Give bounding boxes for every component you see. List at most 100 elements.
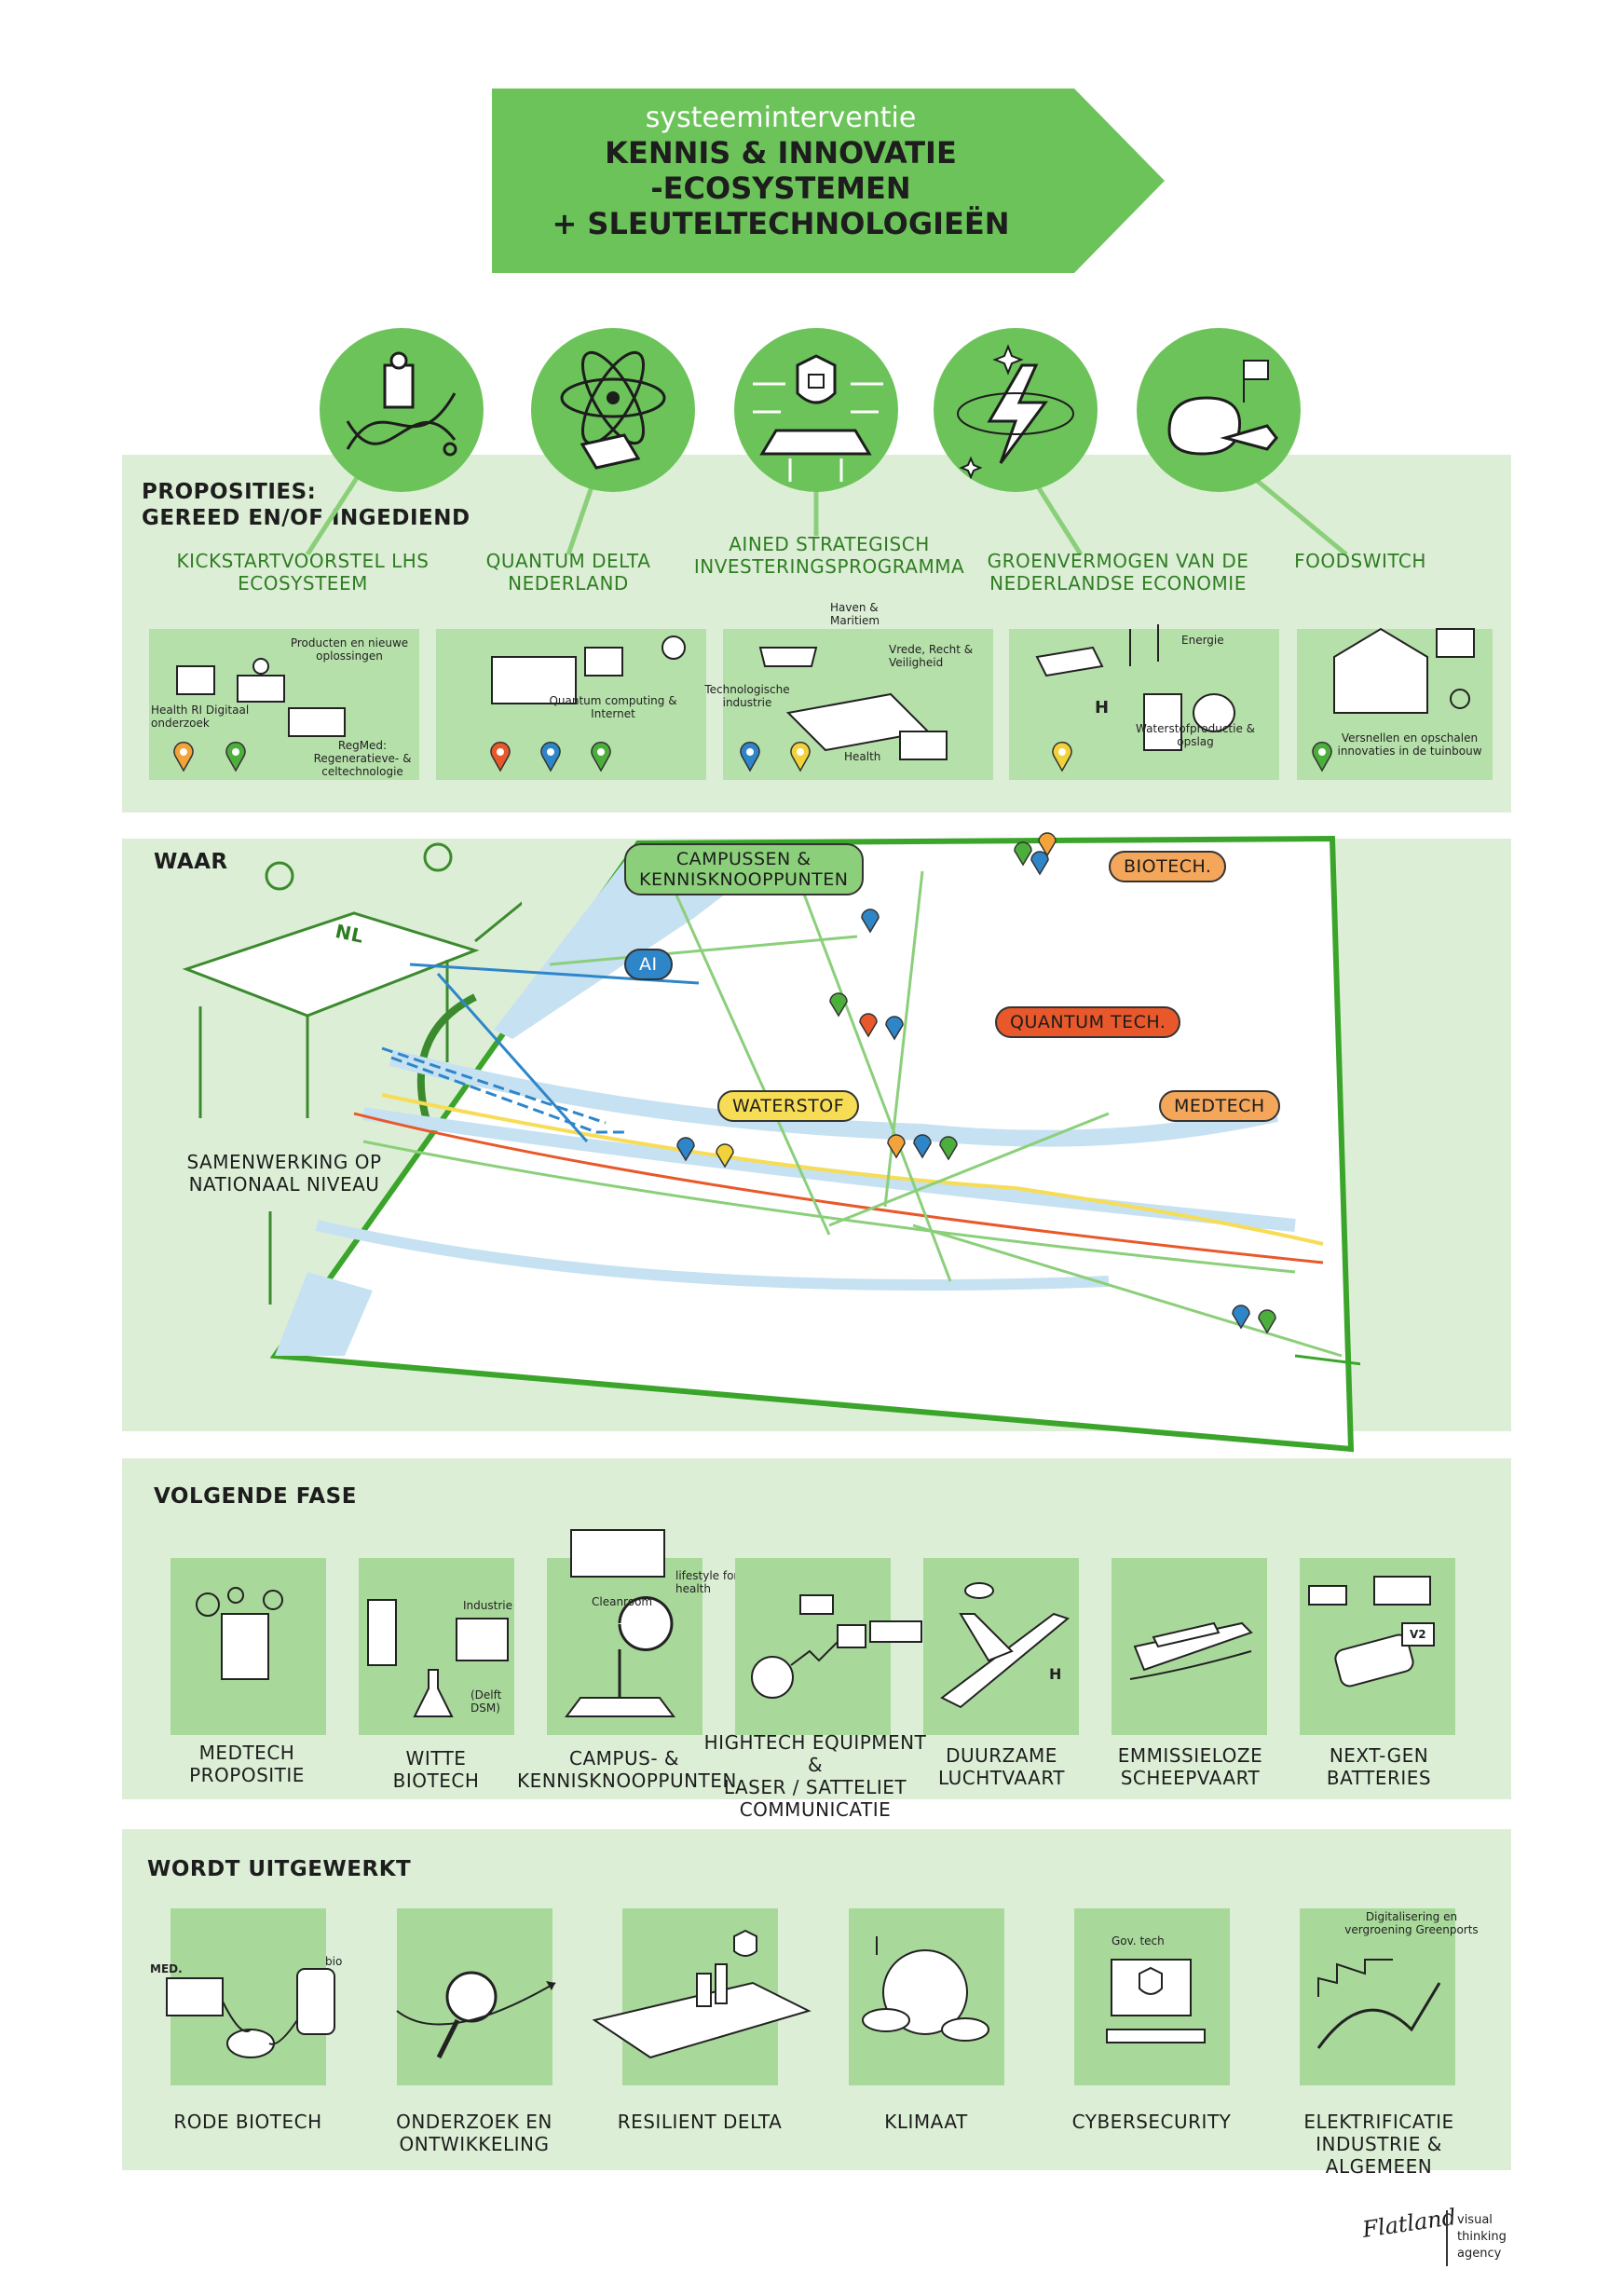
map-pin-orange-red: [857, 1008, 880, 1042]
pin-green: [224, 741, 248, 776]
next-phase-label-2-line1: WITTE: [405, 1747, 467, 1770]
pin-orange-red: [488, 741, 512, 776]
worked-label-4: KLIMAAT: [833, 2111, 1019, 2133]
label-industrie: Industrie: [463, 1599, 512, 1612]
proposition-circle-2: [531, 328, 695, 492]
medtech-icon: [196, 1587, 283, 1680]
proposition-title-3: AiNed STRATEGISCH INVESTERINGSPROGRAMMA: [689, 533, 969, 578]
proposition-circle-5: [1137, 328, 1301, 492]
proposition-tile-1: Producten en nieuwe oplossingen Health R…: [149, 629, 419, 780]
map-tag-campus-line2: KENNISKNOOPPUNTEN: [639, 869, 849, 890]
collaboration-line1: SAMENWERKING OP: [186, 1151, 382, 1173]
map-pin-green: [1012, 837, 1034, 870]
map-pin-blue: [911, 1129, 934, 1163]
worked-label-1: RODE BIOTECH: [155, 2111, 341, 2133]
proposition-title-2-line1: QUANTUM DELTA: [485, 550, 651, 572]
next-phase-label-5: DUURZAME LUCHTVAART: [908, 1744, 1095, 1789]
proposition-title-2-line2: NEDERLAND: [508, 572, 629, 594]
dna-microscope-icon: [346, 351, 457, 457]
pin-blue: [738, 741, 762, 776]
worked-label-2: ONDERZOEK EN ONTWIKKELING: [381, 2111, 567, 2155]
label-med: MED.: [150, 1962, 183, 1975]
pin-green: [589, 741, 613, 776]
next-phase-label-2-line2: BIOTECH: [392, 1770, 480, 1792]
satellite-icon: [751, 1594, 922, 1699]
map-pin-orange: [885, 1129, 907, 1163]
footer-tagline: visual thinking agency: [1457, 2212, 1507, 2262]
label-producten: Producten en nieuwe oplossingen: [290, 636, 409, 663]
proposition-title-1: KICKSTARTVOORSTEL LHS ECOSYSTEEM: [149, 550, 457, 594]
pin-blue: [539, 741, 563, 776]
proposition-circle-4: [934, 328, 1098, 492]
netherlands-map: [270, 835, 1360, 1453]
collaboration-line2: NATIONAAL NIVEAU: [188, 1173, 380, 1196]
proposities-heading: PROPOSITIES: GEREED EN/OF INGEDIEND: [142, 479, 471, 531]
label-vrede: Vrede, Recht & Veiligheid: [889, 643, 974, 669]
proposition-title-4-line2: NEDERLANDSE ECONOMIE: [989, 572, 1247, 594]
header-title-line3: + SLEUTELTECHNOLOGIEËN: [552, 206, 1010, 241]
map-pin-yellow: [714, 1139, 736, 1172]
proposition-title-5: FOODSWITCH: [1267, 550, 1453, 572]
map-pin-green: [827, 988, 850, 1021]
next-phase-label-1-line2: PROPOSITIE: [189, 1764, 305, 1786]
proposition-title-4-line1: GROENVERMOGEN VAN DE: [987, 550, 1249, 572]
next-phase-tile-scheepvaart: [1112, 1558, 1267, 1735]
quantum-lab-icon: [491, 636, 686, 704]
next-phase-tile-campus: Cleanroom lifestyle for health: [547, 1529, 738, 1735]
greenhouse-icon: [1333, 627, 1475, 714]
label-bio: bio: [325, 1955, 343, 1968]
label-greenports: Digitalisering en vergroening Greenports: [1344, 1910, 1479, 1936]
next-phase-label-7-line2: BATTERIES: [1326, 1767, 1432, 1789]
label-energie: Energie: [1181, 634, 1224, 647]
label-govtech: Gov. tech: [1112, 1934, 1165, 1948]
wordt-uitgewerkt-panel: [122, 1829, 1511, 2170]
proposition-title-2: QUANTUM DELTA NEDERLAND: [429, 550, 708, 594]
map-pin-orange: [1036, 827, 1058, 861]
next-phase-label-7-line1: NEXT-GEN: [1329, 1744, 1429, 1767]
next-phase-label-1-line1: MEDTECH: [198, 1742, 295, 1764]
proposition-tile-4: Energie H Waterstofproductie & opslag: [1009, 624, 1279, 780]
footer-divider: [1446, 2210, 1448, 2266]
footer-tagline-line2: thinking: [1457, 2230, 1507, 2244]
map-tag-quantum: QUANTUM TECH.: [995, 1006, 1181, 1038]
next-phase-label-6-line2: SCHEEPVAART: [1120, 1767, 1261, 1789]
proposition-title-3-line1: AiNed STRATEGISCH: [729, 533, 930, 555]
map-tag-campus: CAMPUSSEN & KENNISKNOOPPUNTEN: [624, 843, 864, 895]
proposition-title-4: GROENVERMOGEN VAN DE NEDERLANDSE ECONOMI…: [978, 550, 1258, 594]
label-quantum-computing: Quantum computing & Internet: [549, 694, 677, 720]
worked-label-3-line1: RESILIENT DELTA: [617, 2111, 783, 2133]
h2-label: H: [1095, 698, 1110, 718]
proposities-heading-line1: PROPOSITIES:: [142, 480, 317, 504]
meeting-table-illustration: [182, 842, 522, 1305]
next-phase-label-1: MEDTECH PROPOSITIE: [154, 1742, 340, 1786]
waar-heading: WAAR: [154, 850, 228, 874]
next-phase-label-6: EMMISSIELOZE SCHEEPVAART: [1090, 1744, 1290, 1789]
footer-tagline-line1: visual: [1457, 2213, 1493, 2227]
proposition-tile-5: Versnellen en opschalen innovaties in de…: [1297, 627, 1493, 780]
flatland-logo: Flatland: [1361, 2204, 1458, 2243]
map-pin-green: [937, 1131, 960, 1165]
label-regmed: RegMed: Regeneratieve- & celtechnologie: [313, 739, 412, 778]
ai-scene-icon: [758, 647, 948, 760]
map-tag-campus-line1: CAMPUSSEN &: [675, 849, 812, 869]
h2-label: H: [1049, 1665, 1062, 1683]
worked-label-5-line1: CYBERSECURITY: [1071, 2111, 1232, 2133]
next-phase-tile-luchtvaart: H: [923, 1558, 1079, 1735]
proposition-title-1-line2: ECOSYSTEEM: [238, 572, 368, 594]
next-phase-label-3-line1: CAMPUS- &: [569, 1747, 679, 1770]
label-health-ri: Health RI Digitaal onderzoek: [151, 704, 250, 730]
magnifier-icon: [396, 1971, 556, 2059]
map-pin-green: [1256, 1305, 1278, 1338]
computer-shield-icon: [1106, 1959, 1206, 2043]
worked-label-1-line1: RODE BIOTECH: [173, 2111, 322, 2133]
worked-tile-elektrificatie: Digitalisering en vergroening Greenports: [1300, 1908, 1479, 2085]
next-phase-tile-batteries: V2: [1300, 1558, 1455, 1735]
pin-green: [1310, 741, 1334, 776]
next-phase-label-5-line1: DUURZAME: [946, 1744, 1057, 1767]
pin-orange: [171, 741, 196, 776]
map-pin-blue: [1230, 1300, 1252, 1333]
next-phase-tile-hightech: [735, 1558, 922, 1735]
globe-clouds-icon: [862, 1936, 989, 2042]
proposition-title-3-line2: INVESTERINGSPROGRAMMA: [693, 555, 965, 578]
battery-icon: [1308, 1576, 1435, 1688]
